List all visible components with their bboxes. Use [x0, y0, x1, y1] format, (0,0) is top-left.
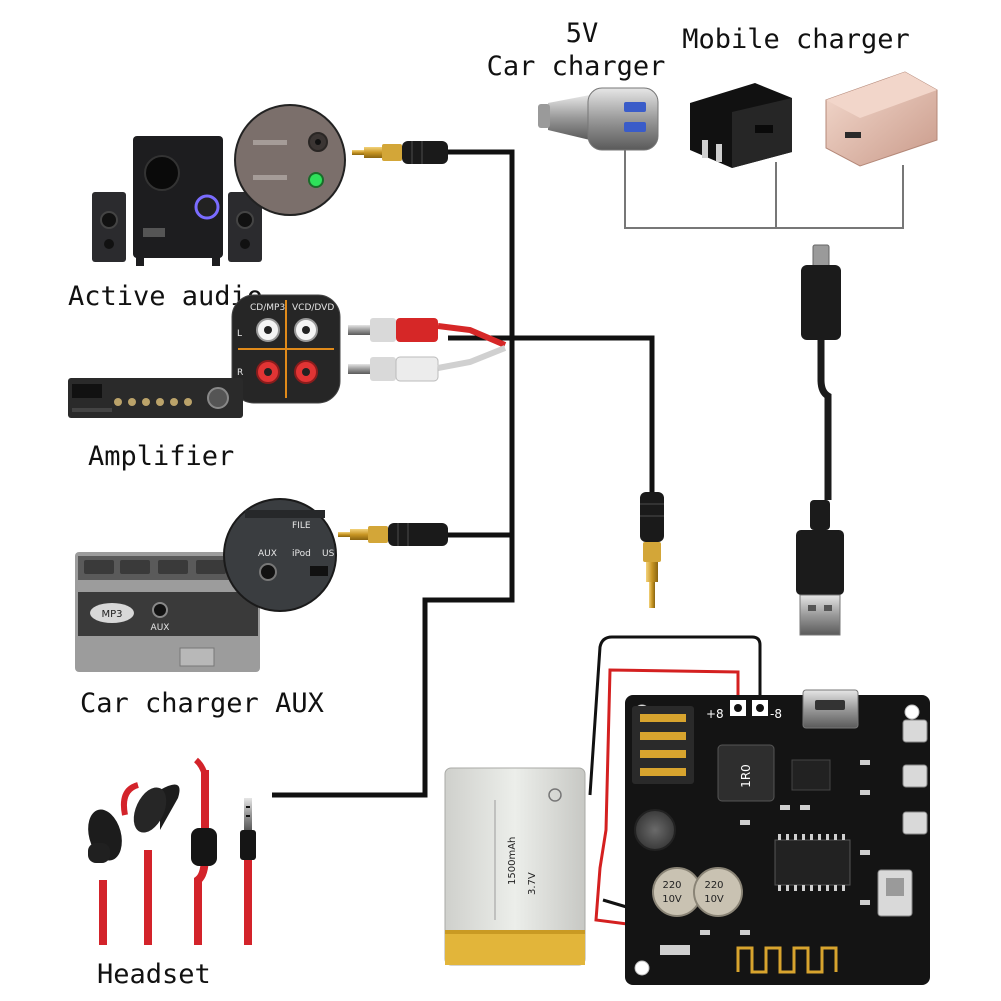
aux-plug-speaker: [352, 141, 448, 164]
rca-label-l: L: [237, 329, 242, 339]
car-badge-text: MP3: [101, 609, 122, 620]
rca-panel-closeup: CD/MP3 VCD/DVD L R: [231, 294, 341, 404]
label-active-audio: Active audio: [68, 281, 263, 312]
label-5v: 5V: [566, 18, 599, 49]
pad-label-plus: +8: [706, 707, 724, 721]
aux-jack-icon: [259, 563, 277, 581]
label-headset: Headset: [97, 959, 211, 990]
cap-right-v: 10V: [704, 894, 724, 905]
wall-charger-image: [690, 83, 792, 168]
aux-label-aux: AUX: [258, 549, 277, 559]
battery-voltage: 3.7V: [527, 872, 538, 895]
lipo-battery: 1500mAh 3.7V: [444, 767, 586, 966]
headphone-jack: [632, 706, 694, 784]
car-aux-text: AUX: [151, 623, 170, 633]
rca-label-vcd: VCD/DVD: [292, 303, 334, 313]
power-bank-image: [825, 71, 938, 167]
wire-trunk-left: [448, 149, 515, 538]
main-chip: [774, 839, 851, 886]
label-amplifier: Amplifier: [88, 441, 234, 472]
label-car-charger-aux: Car charger AUX: [80, 688, 324, 719]
antenna-trace: [736, 946, 838, 974]
aux-label-file: FILE: [292, 521, 311, 531]
speaker-jack-closeup: [234, 104, 346, 216]
aux-panel-closeup: FILE AUX iPod US: [223, 498, 337, 612]
pad-label-minus: -8: [770, 707, 782, 721]
bluetooth-board: +8 -8 1R0 220 10V 220 10V: [625, 689, 930, 985]
power-led-icon: [308, 172, 324, 188]
microphone-icon: [634, 809, 676, 851]
aux-label-ipod: iPod: [292, 549, 311, 559]
car-stereo-image: MP3 AUX: [75, 552, 260, 672]
car-badge-icon: [90, 603, 134, 623]
usb-a-plug-icon: [799, 594, 841, 636]
cap-left-v: 10V: [662, 894, 682, 905]
rca-label-r: R: [237, 368, 243, 378]
battery-capacity: 1500mAh: [507, 837, 518, 885]
aux-plug-car: [338, 523, 448, 546]
main-wiring: [272, 149, 655, 798]
capacitor-right: [693, 867, 743, 917]
micro-usb-cable: [796, 244, 844, 636]
aux-plug-board: [640, 492, 664, 608]
rca-label-cd: CD/MP3: [250, 303, 285, 313]
inline-remote: [191, 828, 217, 866]
label-car-charger: Car charger: [487, 51, 666, 82]
cap-left-uf: 220: [662, 880, 681, 891]
car-charger-image: [538, 87, 659, 151]
headset-image: [88, 757, 256, 945]
inductor: [717, 744, 775, 802]
headset-plug-icon: [244, 798, 252, 830]
wire-to-aux-plug: [512, 335, 655, 492]
speaker-system-image: [92, 136, 262, 266]
rca-cables: [348, 318, 507, 382]
label-mobile-charger: Mobile charger: [682, 24, 910, 55]
amplifier-image: [68, 378, 243, 418]
cap-right-uf: 220: [704, 880, 723, 891]
wire-to-headset: [272, 535, 515, 798]
aux-label-us: US: [322, 549, 335, 559]
charger-branch-lines: [624, 150, 904, 229]
inductor-label: 1R0: [739, 764, 753, 788]
